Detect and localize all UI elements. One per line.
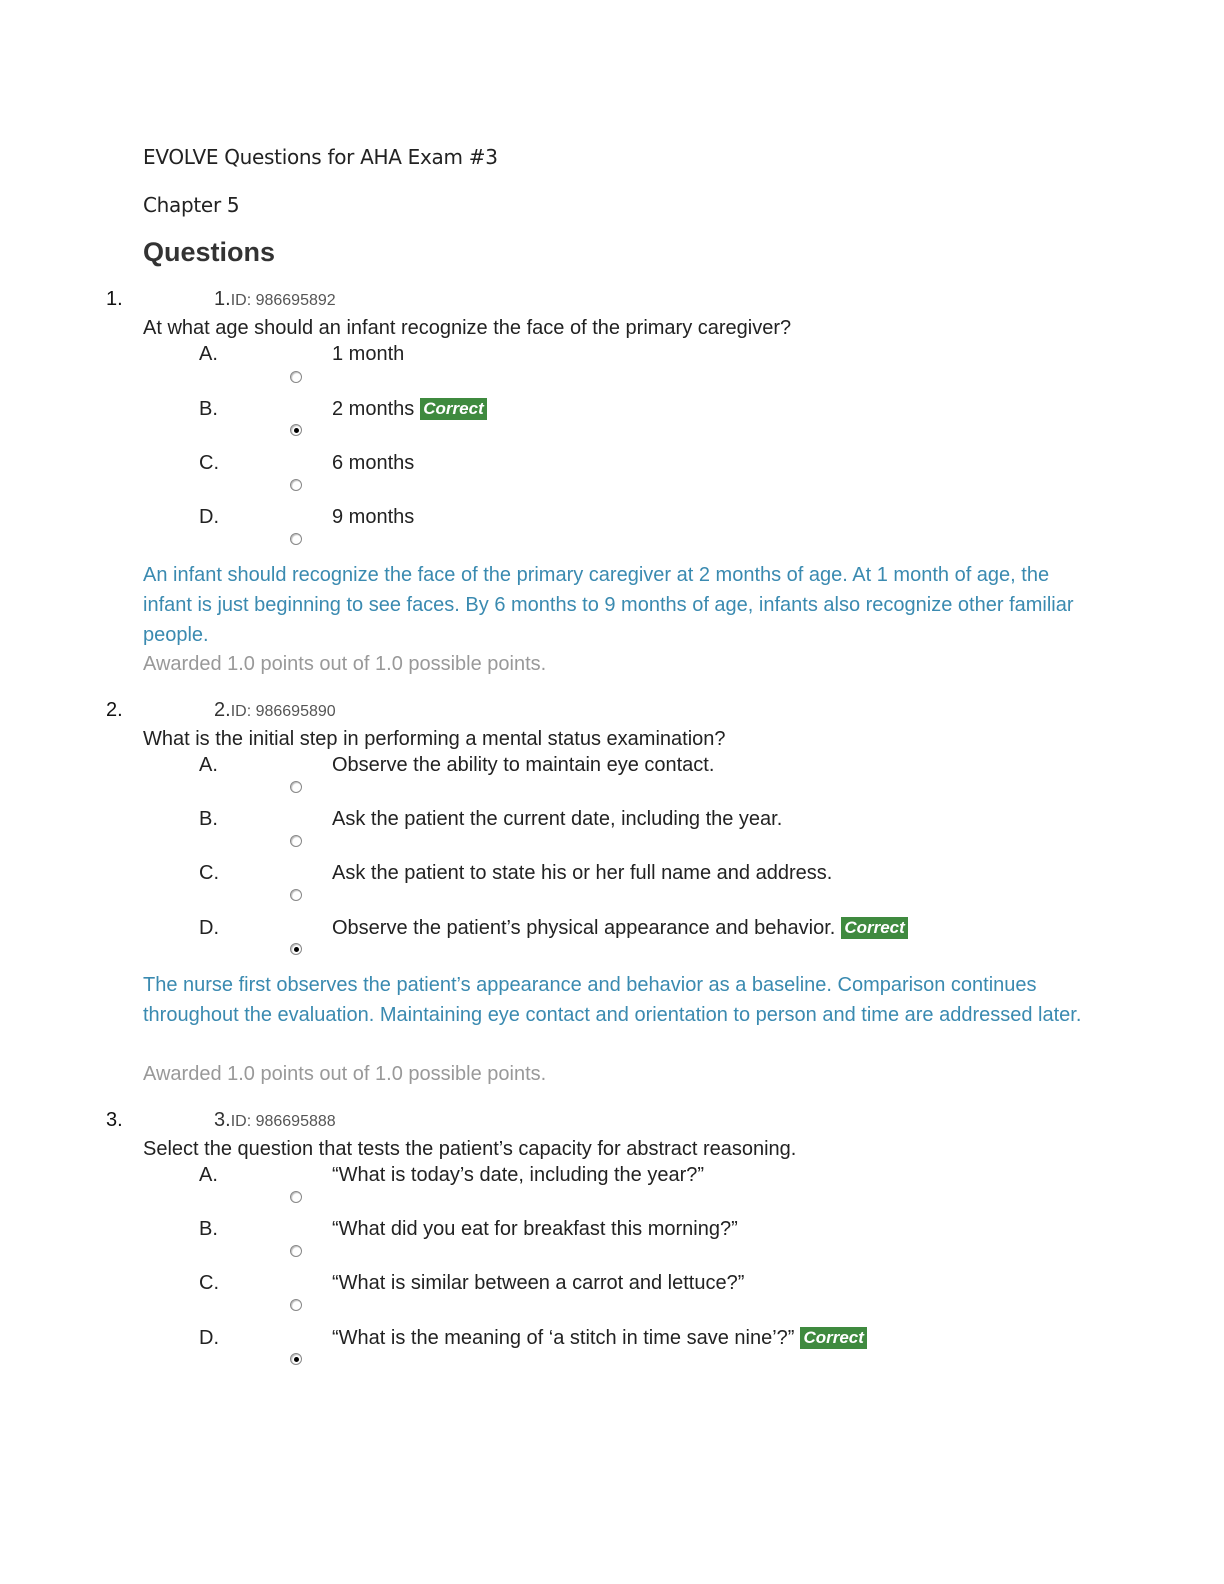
option-radio[interactable] (290, 371, 302, 383)
option-letter: B. (199, 808, 218, 830)
option-text: “What is similar between a carrot and le… (332, 1272, 745, 1294)
option-letter: A. (199, 1164, 218, 1186)
awarded-points: Awarded 1.0 points out of 1.0 possible p… (143, 1063, 547, 1085)
list-number: 2. (106, 699, 123, 721)
question-number: 2. (214, 699, 231, 721)
option-radio-selected[interactable] (290, 943, 302, 955)
option-letter: D. (199, 917, 219, 939)
option-text: Ask the patient the current date, includ… (332, 808, 783, 830)
option-letter: D. (199, 506, 219, 528)
option-radio[interactable] (290, 1191, 302, 1203)
option-text: “What is the meaning of ‘a stitch in tim… (332, 1327, 867, 1350)
question-number: 1. (214, 288, 231, 310)
option-radio[interactable] (290, 781, 302, 793)
option-text: 6 months (332, 452, 415, 474)
correct-badge: Correct (841, 917, 908, 939)
option-radio[interactable] (290, 479, 302, 491)
option-text: “What is today’s date, including the yea… (332, 1164, 705, 1186)
option-letter: D. (199, 1327, 219, 1349)
correct-badge: Correct (420, 398, 487, 420)
question-stem: What is the initial step in performing a… (143, 728, 726, 750)
option-letter: C. (199, 1272, 219, 1294)
option-letter: A. (199, 343, 218, 365)
question-id: ID: 986695888 (230, 1113, 336, 1130)
option-text: Observe the ability to maintain eye cont… (332, 754, 715, 776)
option-radio-selected[interactable] (290, 424, 302, 436)
option-radio[interactable] (290, 533, 302, 545)
chapter-label: Chapter 5 (143, 193, 240, 217)
question-id-line: 1.ID: 986695892 (214, 288, 336, 311)
option-letter: B. (199, 398, 218, 420)
question-stem: At what age should an infant recognize t… (143, 317, 792, 339)
question-number: 3. (214, 1109, 231, 1131)
awarded-points: Awarded 1.0 points out of 1.0 possible p… (143, 653, 547, 675)
option-text: “What did you eat for breakfast this mor… (332, 1218, 738, 1240)
rationale-text: The nurse first observes the patient’s a… (143, 974, 1082, 1026)
option-letter: A. (199, 754, 218, 776)
option-letter: B. (199, 1218, 218, 1240)
document-title: EVOLVE Questions for AHA Exam #3 (143, 145, 498, 169)
option-radio[interactable] (290, 1299, 302, 1311)
option-text: 1 month (332, 343, 405, 365)
option-letter: C. (199, 862, 219, 884)
question-id-line: 3.ID: 986695888 (214, 1109, 336, 1132)
section-heading: Questions (143, 237, 276, 267)
question-id: ID: 986695890 (230, 703, 336, 720)
list-number: 3. (106, 1109, 123, 1131)
list-number: 1. (106, 288, 123, 310)
option-radio[interactable] (290, 889, 302, 901)
option-text: Ask the patient to state his or her full… (332, 862, 833, 884)
option-radio-selected[interactable] (290, 1353, 302, 1365)
correct-badge: Correct (800, 1327, 867, 1349)
option-letter: C. (199, 452, 219, 474)
question-stem: Select the question that tests the patie… (143, 1138, 797, 1160)
question-id-line: 2.ID: 986695890 (214, 699, 336, 722)
option-text: Observe the patient’s physical appearanc… (332, 917, 908, 940)
rationale-text: An infant should recognize the face of t… (143, 564, 1074, 646)
option-text: 9 months (332, 506, 415, 528)
question-id: ID: 986695892 (230, 292, 336, 309)
option-radio[interactable] (290, 835, 302, 847)
option-radio[interactable] (290, 1245, 302, 1257)
